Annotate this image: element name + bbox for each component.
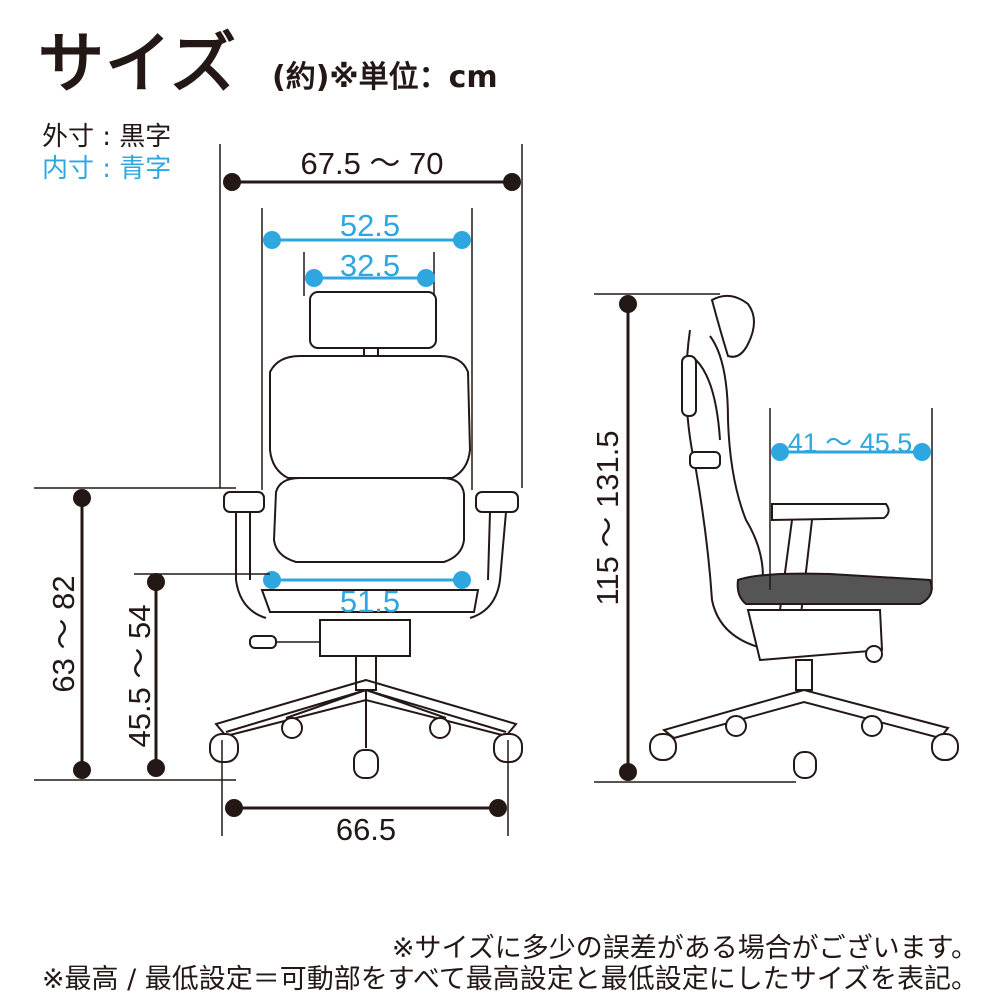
note-tolerance: ※サイズに多少の誤差がある場合がございます。 xyxy=(391,933,978,964)
overall-width-label: 67.5 ～ 70 xyxy=(300,146,443,181)
dim-armrest-height: 63 ～ 82 xyxy=(34,487,236,781)
dim-overall-width: 67.5 ～ 70 xyxy=(219,144,523,488)
dim-endpoint xyxy=(453,231,471,249)
dim-seat-width: 51.5 xyxy=(263,571,471,619)
dim-seat-depth: 41 ～ 45.5 xyxy=(769,408,933,590)
dim-endpoint xyxy=(263,231,281,249)
dim-endpoint xyxy=(453,571,471,589)
dim-endpoint xyxy=(147,759,165,777)
base-width-label: 66.5 xyxy=(336,812,396,847)
legend-inner-label: 内寸 : 青字 xyxy=(42,154,172,184)
headrest-width-label: 32.5 xyxy=(340,248,400,283)
dim-base-width: 66.5 xyxy=(221,740,509,847)
dim-endpoint xyxy=(263,571,281,589)
dim-endpoint xyxy=(913,443,931,461)
note-settings: ※最高 / 最低設定＝可動部をすべて最高設定と最低設定にしたサイズを表記。 xyxy=(41,964,978,995)
seat-height-label: 45.5 ～ 54 xyxy=(122,604,157,747)
dim-endpoint xyxy=(73,489,91,507)
dim-endpoint xyxy=(503,173,521,191)
dim-endpoint xyxy=(147,573,165,591)
legend-outer-label: 外寸 : 黒字 xyxy=(42,122,172,152)
dim-overall-height: 115 ～ 131.5 xyxy=(590,293,796,783)
unit-label: (約)※単位：cm xyxy=(272,60,498,95)
dim-seat-height: 45.5 ～ 54 xyxy=(122,573,270,777)
dim-endpoint xyxy=(771,443,789,461)
side-chair-illustration xyxy=(649,294,959,779)
backrest-width-label: 52.5 xyxy=(340,208,400,243)
front-chair-illustration xyxy=(209,291,523,779)
page-title: サイズ xyxy=(38,25,238,102)
dim-headrest-width: 32.5 xyxy=(303,248,435,296)
armrest-height-label: 63 ～ 82 xyxy=(46,575,81,692)
dim-endpoint xyxy=(619,763,637,781)
seat-depth-label: 41 ～ 45.5 xyxy=(788,428,913,458)
dim-endpoint xyxy=(223,173,241,191)
dim-endpoint xyxy=(73,761,91,779)
dim-endpoint xyxy=(489,799,507,817)
seat-width-label: 51.5 xyxy=(340,584,400,619)
overall-height-label: 115 ～ 131.5 xyxy=(590,430,625,605)
dim-endpoint xyxy=(225,799,243,817)
dim-backrest-width: 52.5 xyxy=(261,208,473,490)
dim-endpoint xyxy=(619,295,637,313)
dim-endpoint xyxy=(417,269,435,287)
dim-endpoint xyxy=(305,269,323,287)
